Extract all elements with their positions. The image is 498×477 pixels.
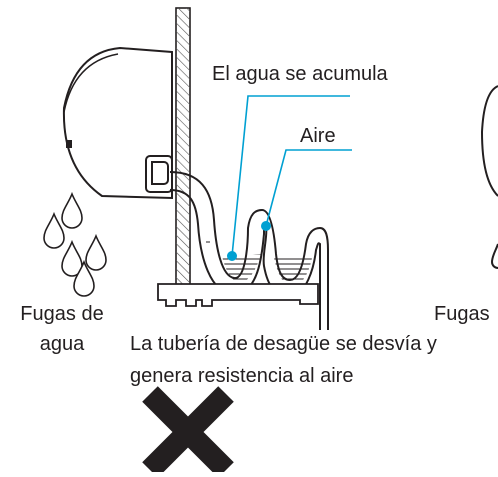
indoor-unit-left [62,46,173,200]
x-mark-icon [142,386,234,477]
support-stand [157,283,319,307]
label-leak-left-2: agua [39,333,85,355]
indoor-unit-right-partial [480,85,498,269]
callout-dot-water [227,251,237,261]
label-leak-right: Fugas [434,303,490,325]
water-drop-icon [43,191,107,297]
label-air: Aire [300,125,336,147]
label-leak-left-1: Fugas de [20,303,104,325]
caption-line-1: La tubería de desagüe se desvía y [130,333,437,355]
callout-lines [231,95,352,257]
callout-dot-air [261,221,271,231]
label-water-accumulates: El agua se acumula [212,63,388,85]
caption-line-2: genera resistencia al aire [130,365,354,387]
wall [175,7,191,287]
